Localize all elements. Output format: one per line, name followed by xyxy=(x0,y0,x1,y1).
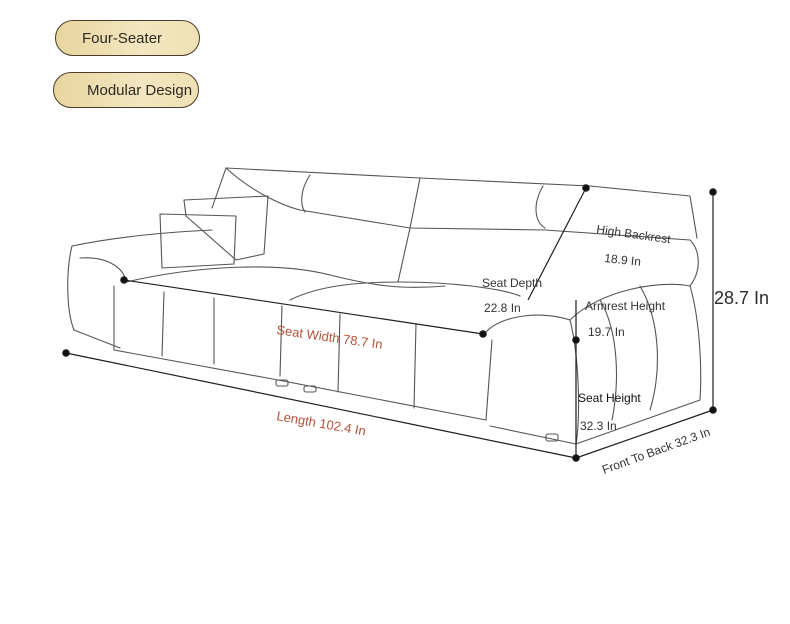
modular-design-label: Modular Design xyxy=(87,82,193,99)
dimension-lines xyxy=(62,184,717,462)
seat-depth-label: Seat Depth xyxy=(482,276,542,290)
high-backrest-label: High Backrest xyxy=(596,222,673,246)
high-backrest-value: 18.9 In xyxy=(604,251,642,269)
modular-design-tag: Modular Design xyxy=(53,72,199,108)
seat-depth-value: 22.8 In xyxy=(484,301,521,315)
four-seater-tag: Four-Seater xyxy=(55,20,200,56)
front-to-back-label: Front To Back 32.3 In xyxy=(600,425,712,477)
armrest-height-value: 19.7 In xyxy=(588,325,625,339)
overall-height-value: 28.7 In xyxy=(714,288,769,308)
seat-width-label: Seat Width 78.7 In xyxy=(276,322,384,352)
four-seater-label: Four-Seater xyxy=(82,30,163,47)
seat-height-label: Seat Height xyxy=(578,391,641,405)
armrest-height-label: Armrest Height xyxy=(585,299,666,313)
seat-height-value: 32.3 In xyxy=(580,419,617,433)
